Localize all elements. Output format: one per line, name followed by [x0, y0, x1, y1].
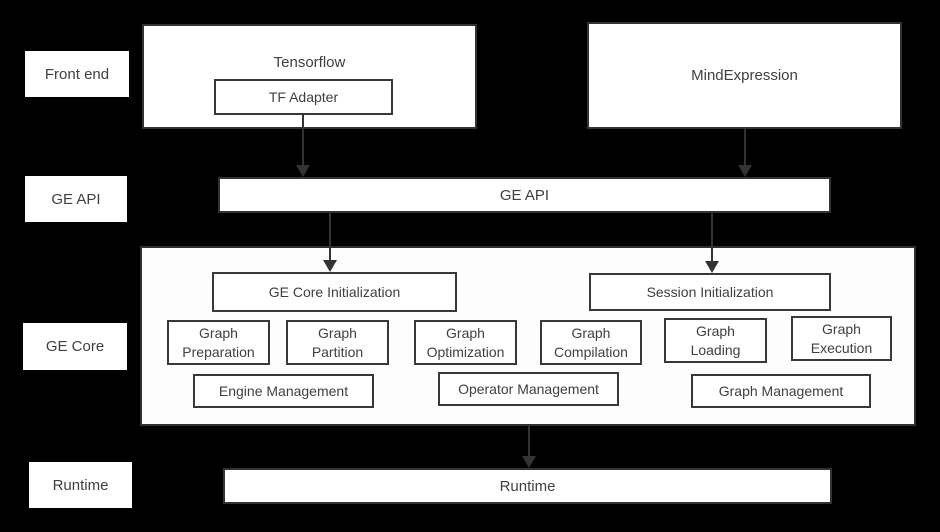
ge-core-initialization-box: GE Core Initialization	[212, 272, 457, 312]
engine-management-box: Engine Management	[193, 374, 374, 408]
arrowhead-down-icon	[296, 165, 310, 177]
tensorflow-label: Tensorflow	[273, 54, 346, 71]
arrow-ge-api-to-session-initialization	[705, 213, 719, 273]
tf-adapter-box: TF Adapter	[214, 79, 393, 115]
layer-label-ge-api: GE API	[25, 176, 127, 222]
graph-compilation-box: Graph Compilation	[540, 320, 642, 365]
arrow-tf-adapter-to-ge-api	[296, 114, 310, 177]
arrowhead-down-icon	[705, 261, 719, 273]
graph-loading-box: Graph Loading	[664, 318, 767, 363]
tensorflow-box: Tensorflow TF Adapter	[142, 24, 477, 129]
layer-label-front-end: Front end	[25, 51, 129, 97]
arrowhead-down-icon	[522, 456, 536, 468]
graph-execution-box: Graph Execution	[791, 316, 892, 361]
ge-core-panel: GE Core Initialization Session Initializ…	[140, 246, 916, 426]
arrow-shaft	[528, 426, 530, 459]
runtime-bar: Runtime	[223, 468, 832, 504]
mind-expression-box: MindExpression	[587, 22, 902, 129]
session-initialization-box: Session Initialization	[589, 273, 831, 311]
arrow-shaft	[302, 114, 304, 168]
arrowhead-down-icon	[738, 165, 752, 177]
graph-optimization-box: Graph Optimization	[414, 320, 517, 365]
layer-label-runtime: Runtime	[29, 462, 132, 508]
arrow-ge-api-to-ge-core-initialization	[323, 213, 337, 272]
operator-management-box: Operator Management	[438, 372, 619, 406]
graph-partition-box: Graph Partition	[286, 320, 389, 365]
graph-management-box: Graph Management	[691, 374, 871, 408]
arrow-ge-core-to-runtime	[522, 426, 536, 468]
arrow-shaft	[329, 213, 331, 263]
graph-preparation-box: Graph Preparation	[167, 320, 270, 365]
arrow-shaft	[744, 129, 746, 168]
arrowhead-down-icon	[323, 260, 337, 272]
ge-api-bar: GE API	[218, 177, 831, 213]
layer-label-ge-core: GE Core	[23, 323, 127, 370]
arrow-mind-expression-to-ge-api	[738, 129, 752, 177]
arrow-shaft	[711, 213, 713, 264]
